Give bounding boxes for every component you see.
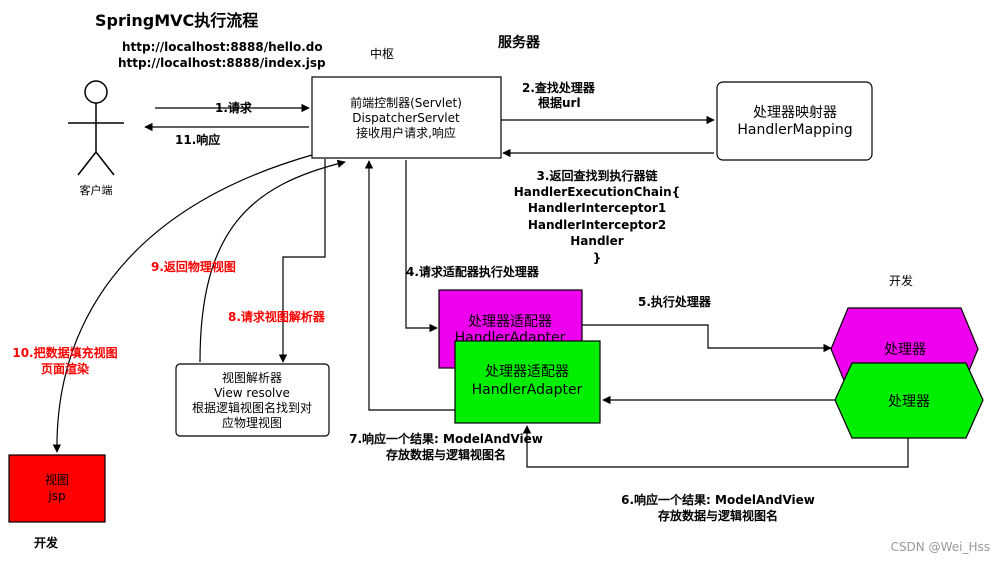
dispatcher-line1: 前端控制器(Servlet)	[350, 95, 462, 110]
label-step10-line2: 页面渲染	[41, 361, 90, 376]
dispatcher-servlet-box	[311, 76, 502, 159]
view-jsp-line1: 视图	[45, 472, 69, 487]
view-resolver-line2: View resolve	[214, 386, 290, 400]
watermark: CSDN @Wei_Hss	[891, 540, 990, 554]
label-step3-line2: HandlerExecutionChain{	[514, 185, 680, 199]
dispatcher-line2: DispatcherServlet	[352, 111, 460, 125]
label-step7-line2: 存放数据与逻辑视图名	[385, 447, 506, 462]
label-step5: 5.执行处理器	[638, 294, 712, 309]
label-zhongshu: 中枢	[370, 46, 394, 61]
label-step6-line1: 6.响应一个结果: ModelAndView	[621, 492, 815, 507]
label-step7-line1: 7.响应一个结果: ModelAndView	[349, 431, 543, 446]
handler-mapping-box	[716, 81, 873, 161]
label-step3-line1: 3.返回查找到执行器链	[537, 168, 659, 183]
url-index: http://localhost:8888/index.jsp	[118, 56, 326, 70]
view-resolver-line4: 应物理视图	[222, 415, 282, 430]
arrow-execute-handler	[582, 324, 832, 353]
label-step3-line4: HandlerInterceptor2	[528, 218, 666, 232]
url-hello: http://localhost:8888/hello.do	[122, 40, 323, 54]
label-client: 客户端	[80, 183, 113, 197]
label-step10-line1: 10.把数据填充视图	[12, 345, 117, 360]
adapter-box-front	[454, 340, 601, 424]
adapter-back-line1: 处理器适配器	[468, 314, 552, 330]
client-stick-figure	[68, 80, 124, 176]
view-resolver-box	[175, 363, 330, 437]
label-step4: 4.请求适配器执行处理器	[406, 264, 540, 279]
arrow-response-modelandview-7	[364, 160, 455, 411]
view-resolver-line1: 视图解析器	[222, 370, 282, 385]
label-step3-line3: HandlerInterceptor1	[528, 201, 666, 215]
label-fuwuqi: 服务器	[498, 34, 541, 51]
adapter-front-line2: HandlerAdapter	[472, 382, 583, 398]
handler-front-label: 处理器	[888, 394, 930, 410]
label-step2-line2: 根据url	[538, 95, 581, 110]
label-step3-line6: }	[593, 251, 602, 265]
label-step11: 11.响应	[175, 132, 220, 147]
handler-back-label: 处理器	[884, 342, 926, 358]
label-step3-line5: Handler	[570, 234, 624, 248]
label-kaifa-bottom: 开发	[34, 535, 59, 550]
label-step2-line1: 2.查找处理器	[522, 80, 596, 95]
label-step1: 1.请求	[215, 100, 253, 115]
arrow-response-modelandview-6	[522, 425, 909, 468]
arrow-request-adapter	[405, 160, 438, 333]
label-step6-line2: 存放数据与逻辑视图名	[657, 508, 778, 523]
arrow-render-view	[52, 154, 313, 453]
label-kaifa-right: 开发	[889, 273, 913, 288]
adapter-front-line1: 处理器适配器	[485, 364, 569, 380]
arrow-request-view-resolver	[278, 159, 326, 363]
view-jsp-box	[8, 454, 106, 523]
dispatcher-line3: 接收用户请求,响应	[356, 125, 456, 140]
label-step9: 9.返回物理视图	[151, 259, 236, 274]
view-jsp-line2: jsp	[47, 489, 65, 503]
view-resolver-line3: 根据逻辑视图名找到对	[192, 400, 312, 415]
arrow-return-physical-view	[199, 159, 346, 363]
mapping-line1: 处理器映射器	[753, 105, 837, 121]
label-step8: 8.请求视图解析器	[228, 309, 326, 324]
diagram-title: SpringMVC执行流程	[95, 11, 258, 30]
mapping-line2: HandlerMapping	[737, 122, 852, 138]
